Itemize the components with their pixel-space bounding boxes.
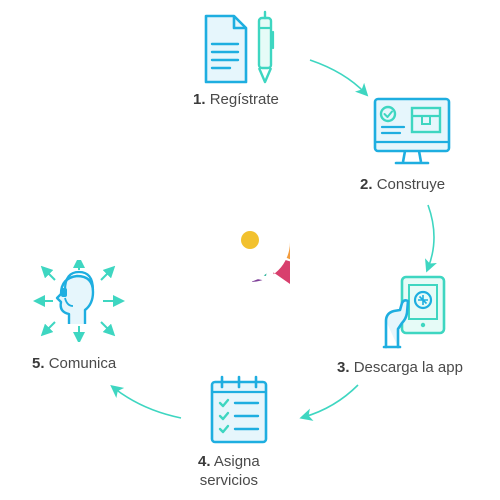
arrow-1-to-2 (309, 59, 369, 97)
arrow-4-to-5 (110, 385, 182, 419)
headset-person-icon (33, 260, 125, 342)
arrow-3-to-4 (299, 384, 359, 421)
step-5-label: 5. Comunica (32, 355, 117, 372)
arrow-2-to-3 (425, 204, 437, 273)
document-pen-icon (204, 10, 275, 84)
step-1-label: 1. Regístrate (193, 91, 279, 108)
monitor-icon (373, 97, 451, 165)
step-3-label: 3. Descarga la app (337, 359, 463, 376)
step-4-label: 4. Asigna servicios (198, 453, 260, 489)
tablet-hand-icon (382, 275, 446, 349)
step-2-label: 2. Construye (360, 176, 446, 193)
checklist-icon (210, 375, 268, 444)
logo-mosaic (210, 202, 290, 284)
